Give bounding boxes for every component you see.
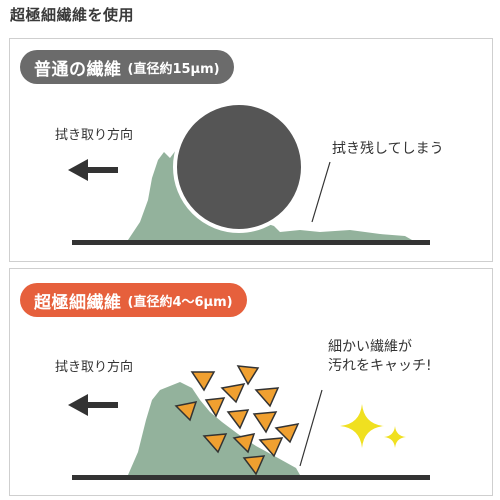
surface-line-bottom (72, 475, 430, 480)
sparkle-icon (340, 404, 406, 448)
normal-fiber-title: 普通の繊維 (34, 59, 122, 80)
ultra-fine-fiber-title: 超極細繊維 (34, 292, 122, 313)
fiber-particle (236, 365, 260, 386)
wipe-direction-label-top: 拭き取り方向 (55, 128, 134, 143)
left-arrow-icon-bottom (68, 394, 118, 416)
fiber-particle (174, 401, 198, 422)
normal-fiber-pill: 普通の繊維 (直径約15μm) (20, 50, 234, 84)
catch-dirt-line-1: 細かい繊維が (328, 339, 412, 355)
leftover-pointer-line (311, 161, 331, 223)
fiber-particle (204, 397, 226, 418)
fiber-particle (258, 437, 284, 458)
normal-fiber-circle (173, 101, 305, 233)
fiber-particle (242, 455, 266, 476)
ultra-fine-fiber-diameter: (直径約4〜6μm) (127, 294, 233, 310)
surface-line-top (72, 240, 430, 245)
fiber-particle (220, 383, 246, 404)
fiber-particle (274, 423, 300, 444)
fiber-particle (202, 433, 228, 454)
catch-pointer-line (299, 389, 323, 467)
leftover-dirt-label: 拭き残してしまう (332, 141, 444, 157)
catch-dirt-line-2: 汚れをキャッチ! (328, 358, 432, 374)
wipe-direction-label-bottom: 拭き取り方向 (55, 360, 134, 375)
ultra-fine-fiber-pill: 超極細繊維 (直径約4〜6μm) (20, 283, 247, 317)
catch-dirt-label: 細かい繊維が 汚れをキャッチ! (328, 338, 468, 376)
fiber-particle (252, 411, 278, 434)
normal-fiber-diameter: (直径約15μm) (127, 61, 220, 77)
left-arrow-icon (68, 159, 118, 181)
ultra-fine-fibers (174, 365, 300, 476)
page-title: 超極細繊維を使用 (10, 6, 135, 24)
fiber-particle (190, 371, 216, 392)
dirt-mound-bottom (128, 382, 300, 475)
fiber-particle (254, 387, 280, 408)
fiber-particle (226, 409, 250, 430)
fiber-particle (232, 433, 256, 454)
